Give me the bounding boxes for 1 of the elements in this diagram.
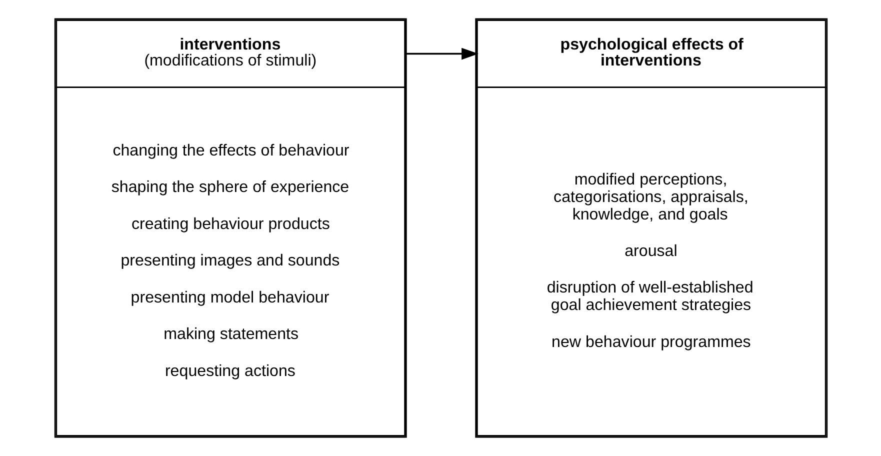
- arrow: [406, 48, 478, 60]
